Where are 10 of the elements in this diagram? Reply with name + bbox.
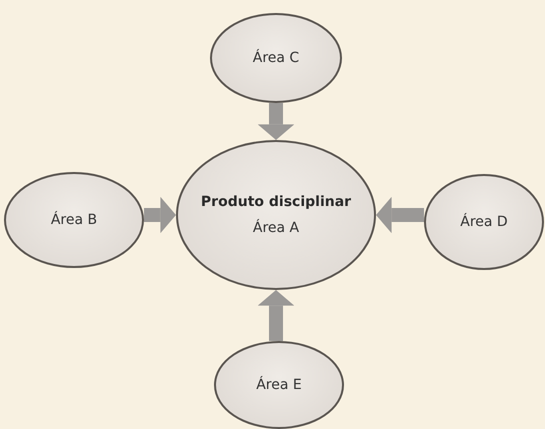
node-label: Área C (252, 50, 300, 66)
block-arrow (258, 290, 294, 341)
node-label: Área E (256, 377, 302, 393)
block-arrow (258, 103, 294, 140)
block-arrow (144, 196, 176, 234)
block-arrow (376, 196, 424, 234)
node-label: Área D (460, 214, 508, 230)
node-label: Área A (252, 220, 300, 236)
node-label: Área B (50, 212, 98, 228)
node-title: Produto disciplinar (200, 194, 352, 210)
